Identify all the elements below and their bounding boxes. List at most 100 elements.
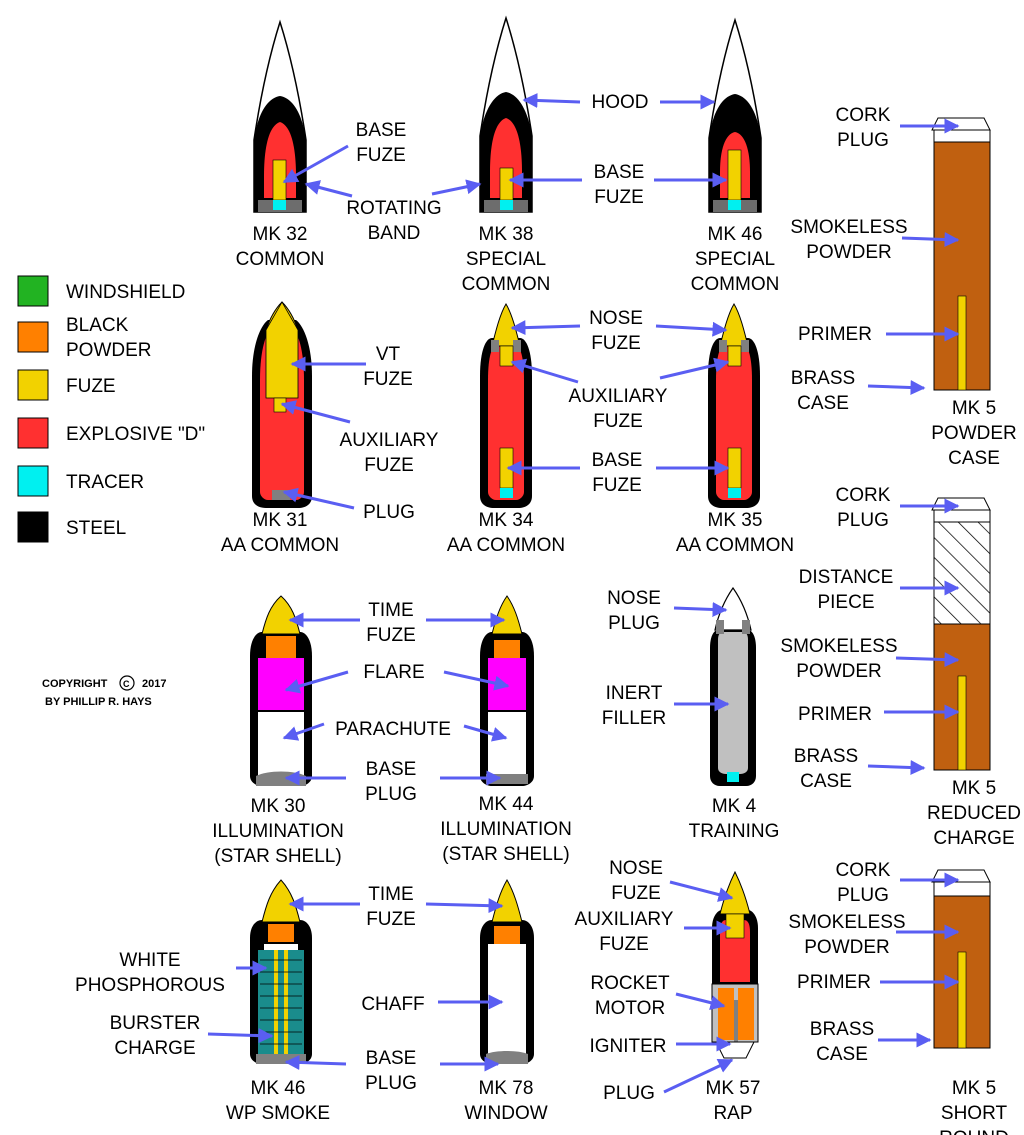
callout-smokeless-powder-3: SMOKELESS POWDER (788, 912, 905, 958)
callout-base-fuze-a-line: FUZE (356, 145, 406, 166)
shell-mk46-special (708, 17, 762, 213)
shell-mk78 (480, 879, 534, 1064)
steel-swatch (17, 511, 49, 543)
shell-label-case3-line: SHORT (941, 1103, 1008, 1124)
shell-label-mk46-special-line: SPECIAL (695, 249, 775, 270)
shell-mk32 (253, 19, 307, 213)
callout-flare-line: FLARE (363, 662, 424, 683)
shell-label-mk4-line: MK 4 (712, 796, 757, 817)
shell-label-case1-line: CASE (948, 448, 1000, 469)
shell-label-mk44-line: (STAR SHELL) (442, 844, 569, 865)
callout-nose-fuze-b: NOSE FUZE (609, 858, 663, 904)
arrow-base-fuze-a (282, 144, 349, 184)
windshield-swatch (17, 275, 49, 307)
callout-white-phosphorous-line: PHOSPHOROUS (75, 975, 225, 996)
callout-parachute: PARACHUTE (335, 719, 451, 740)
callout-time-fuze-b-line: TIME (368, 884, 413, 905)
callout-rocket-motor-line: MOTOR (595, 998, 665, 1019)
shell-label-mk57-line: MK 57 (706, 1078, 761, 1099)
callout-base-plug-a-line: BASE (366, 759, 417, 780)
explosive-swatch (17, 417, 49, 449)
callout-cork-plug-1-line: PLUG (837, 130, 889, 151)
shell-mk35 (708, 303, 760, 508)
callout-inert-filler-line: FILLER (602, 708, 666, 729)
legend-label: FUZE (66, 376, 116, 397)
callout-plug-b-line: PLUG (603, 1083, 655, 1104)
arrow-aux-fuze-b-1 (510, 358, 579, 384)
arrow-smokeless-1 (901, 232, 960, 248)
arrow-aux-fuze-b-2 (659, 357, 730, 380)
copyright: COPYRIGHT C 2017 BY PHILLIP R. HAYS (42, 675, 166, 708)
callout-nose-fuze-b-line: NOSE (609, 858, 663, 879)
arrow-nose-plug (673, 601, 728, 617)
callout-vt-fuze-line: VT (376, 344, 401, 365)
callout-aux-fuze-c-line: FUZE (599, 934, 649, 955)
callout-nose-fuze-a-line: FUZE (591, 333, 641, 354)
callout-smokeless-powder-3-line: SMOKELESS (788, 912, 905, 933)
callout-parachute-line: PARACHUTE (335, 719, 451, 740)
callout-rotating-band-line: ROTATING (346, 198, 441, 219)
callout-brass-case-1-line: BRASS (791, 368, 855, 389)
callout-time-fuze-b-line: FUZE (366, 909, 416, 930)
callout-base-fuze-c-line: FUZE (592, 475, 642, 496)
legend-label: TRACER (66, 472, 144, 493)
callout-white-phosphorous-line: WHITE (119, 950, 180, 971)
tracer-swatch (17, 465, 49, 497)
callout-primer-2: PRIMER (798, 704, 872, 725)
callout-base-fuze-b-line: FUZE (594, 187, 644, 208)
shell-label-case3: MK 5SHORTROUND (939, 1078, 1009, 1135)
callout-cork-plug-1-line: CORK (836, 105, 891, 126)
callout-distance-piece: DISTANCE PIECE (799, 567, 894, 613)
callout-primer-3-line: PRIMER (797, 972, 871, 993)
arrow-rocket-motor (675, 992, 726, 1011)
callout-distance-piece-line: DISTANCE (799, 567, 894, 588)
shell-label-mk78-line: MK 78 (479, 1078, 534, 1099)
callout-aux-fuze-b: AUXILIARY FUZE (569, 386, 668, 432)
shell-label-case2-line: MK 5 (952, 778, 996, 799)
copyright-line2: BY PHILLIP R. HAYS (45, 696, 152, 708)
arrow-nose-fuze-a-1 (510, 320, 581, 336)
callout-smokeless-powder-1-line: SMOKELESS (790, 217, 907, 238)
callout-primer-1-line: PRIMER (798, 324, 872, 345)
legend-label: POWDER (66, 340, 152, 361)
copyright-line1: COPYRIGHT (42, 678, 108, 690)
arrow-flare-2 (443, 670, 510, 691)
callout-chaff-line: CHAFF (361, 994, 424, 1015)
legend-label: STEEL (66, 518, 126, 539)
callout-nose-plug-line: NOSE (607, 588, 661, 609)
arrow-nose-fuze-a-2 (655, 321, 728, 337)
shell-label-mk46-special-line: COMMON (691, 274, 780, 295)
callout-nose-fuze-b-line: FUZE (611, 883, 661, 904)
callout-plug-a: PLUG (363, 502, 415, 523)
callout-cork-plug-2-line: PLUG (837, 510, 889, 531)
legend-item-windshield: WINDSHIELD (17, 275, 185, 307)
shell-mk57 (711, 870, 759, 1059)
callout-smokeless-powder-3-line: POWDER (804, 937, 890, 958)
copyright-icon (119, 675, 135, 691)
callout-cork-plug-1: CORK PLUG (836, 105, 891, 151)
callout-distance-piece-line: PIECE (817, 592, 874, 613)
callout-base-plug-b-line: BASE (366, 1048, 417, 1069)
callout-base-fuze-b-line: BASE (594, 162, 645, 183)
arrow-flare-1 (284, 670, 349, 694)
callout-aux-fuze-b-line: FUZE (593, 411, 643, 432)
callout-aux-fuze-b-line: AUXILIARY (569, 386, 668, 407)
